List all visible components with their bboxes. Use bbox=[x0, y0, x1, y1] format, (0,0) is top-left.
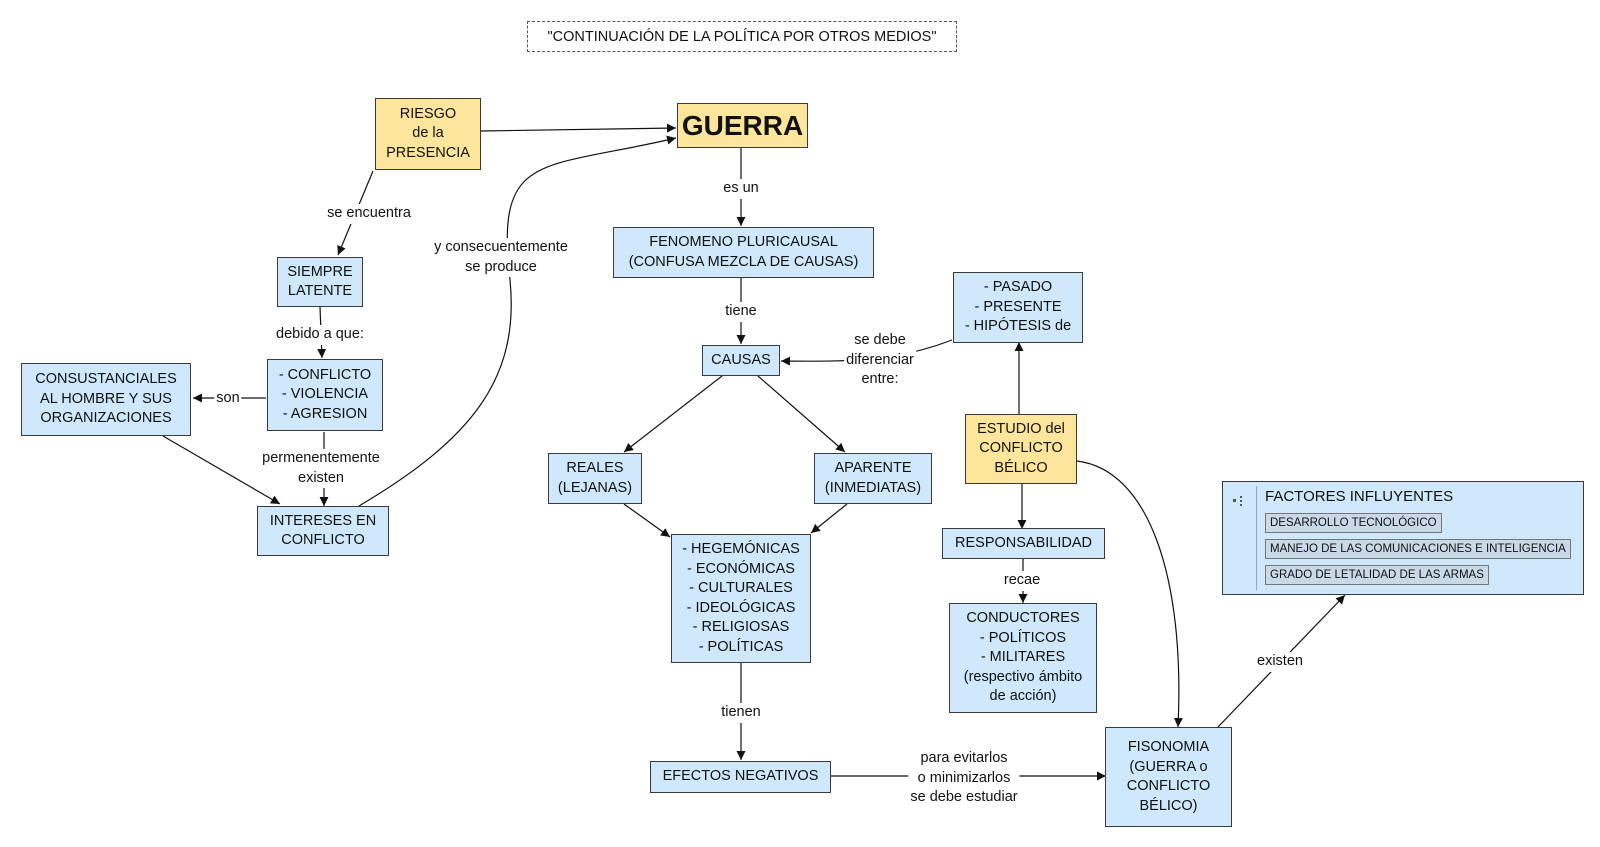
node-reales[interactable]: REALES (LEJANAS) bbox=[548, 453, 642, 504]
node-guerra[interactable]: GUERRA bbox=[677, 103, 808, 148]
panel-divider bbox=[1256, 486, 1257, 590]
edge-intereses-guerra bbox=[358, 135, 677, 507]
label-evitarlos: para evitarlos o minimizarlos se debe es… bbox=[908, 749, 1020, 808]
node-pasado-presente[interactable]: - PASADO - PRESENTE - HIPÓTESIS de bbox=[953, 272, 1083, 343]
node-efectos-negativos[interactable]: EFECTOS NEGATIVOS bbox=[650, 761, 831, 793]
label-tiene: tiene bbox=[723, 302, 759, 322]
node-fenomeno[interactable]: FENOMENO PLURICAUSAL (CONFUSA MEZCLA DE … bbox=[613, 227, 874, 278]
factor-item[interactable]: MANEJO DE LAS COMUNICACIONES E INTELIGEN… bbox=[1265, 539, 1571, 559]
edge-reales-hegemonicas bbox=[623, 503, 671, 538]
edge-consustanciales-intereses bbox=[162, 435, 281, 505]
node-riesgo[interactable]: RIESGO de la PRESENCIA bbox=[375, 98, 481, 170]
label-diferenciar: se debe diferenciar entre: bbox=[844, 331, 916, 390]
label-tienen: tienen bbox=[719, 703, 763, 723]
node-estudio[interactable]: ESTUDIO del CONFLICTO BÉLICO bbox=[965, 414, 1077, 484]
edge-riesgo-guerra bbox=[480, 123, 677, 133]
node-conductores[interactable]: CONDUCTORES - POLÍTICOS - MILITARES (res… bbox=[949, 603, 1097, 713]
node-aparente[interactable]: APARENTE (INMEDIATAS) bbox=[814, 453, 932, 504]
edge-causas-aparente bbox=[757, 375, 846, 453]
label-es-un: es un bbox=[721, 179, 761, 199]
label-recae: recae bbox=[1001, 571, 1043, 591]
factor-item[interactable]: DESARROLLO TECNOLÓGICO bbox=[1265, 513, 1442, 533]
node-conflicto[interactable]: - CONFLICTO - VIOLENCIA - AGRESION bbox=[267, 359, 383, 431]
node-consustanciales[interactable]: CONSUSTANCIALES AL HOMBRE Y SUS ORGANIZA… bbox=[21, 363, 191, 436]
factor-item[interactable]: GRADO DE LETALIDAD DE LAS ARMAS bbox=[1265, 565, 1489, 585]
node-responsabilidad[interactable]: RESPONSABILIDAD bbox=[942, 528, 1105, 559]
node-intereses[interactable]: INTERESES EN CONFLICTO bbox=[257, 506, 389, 556]
edge-estudio-fisonomia bbox=[1076, 460, 1183, 728]
node-causas[interactable]: CAUSAS bbox=[702, 345, 780, 376]
node-hegemonicas[interactable]: - HEGEMÓNICAS - ECONÓMICAS - CULTURALES … bbox=[671, 534, 811, 663]
label-consecuentemente: y consecuentemente se produce bbox=[432, 238, 570, 277]
edge-causas-reales bbox=[623, 375, 723, 453]
panel-heading: FACTORES INFLUYENTES bbox=[1265, 488, 1454, 505]
label-son: son bbox=[214, 389, 242, 409]
edge-aparente-hegemonicas bbox=[810, 503, 848, 534]
label-se-encuentra: se encuentra bbox=[325, 204, 413, 224]
label-debido: debido a que: bbox=[274, 325, 366, 345]
label-permanentemente: permenentemente existen bbox=[260, 449, 382, 488]
list-icon bbox=[1233, 496, 1242, 506]
panel-factores-influyentes[interactable]: FACTORES INFLUYENTES DESARROLLO TECNOLÓG… bbox=[1222, 481, 1584, 595]
node-siempre-latente[interactable]: SIEMPRE LATENTE bbox=[277, 257, 363, 307]
map-title: "CONTINUACIÓN DE LA POLÍTICA POR OTROS M… bbox=[527, 21, 957, 52]
node-fisonomia[interactable]: FISONOMIA (GUERRA o CONFLICTO BÉLICO) bbox=[1105, 727, 1232, 827]
label-existen: existen bbox=[1255, 652, 1305, 672]
